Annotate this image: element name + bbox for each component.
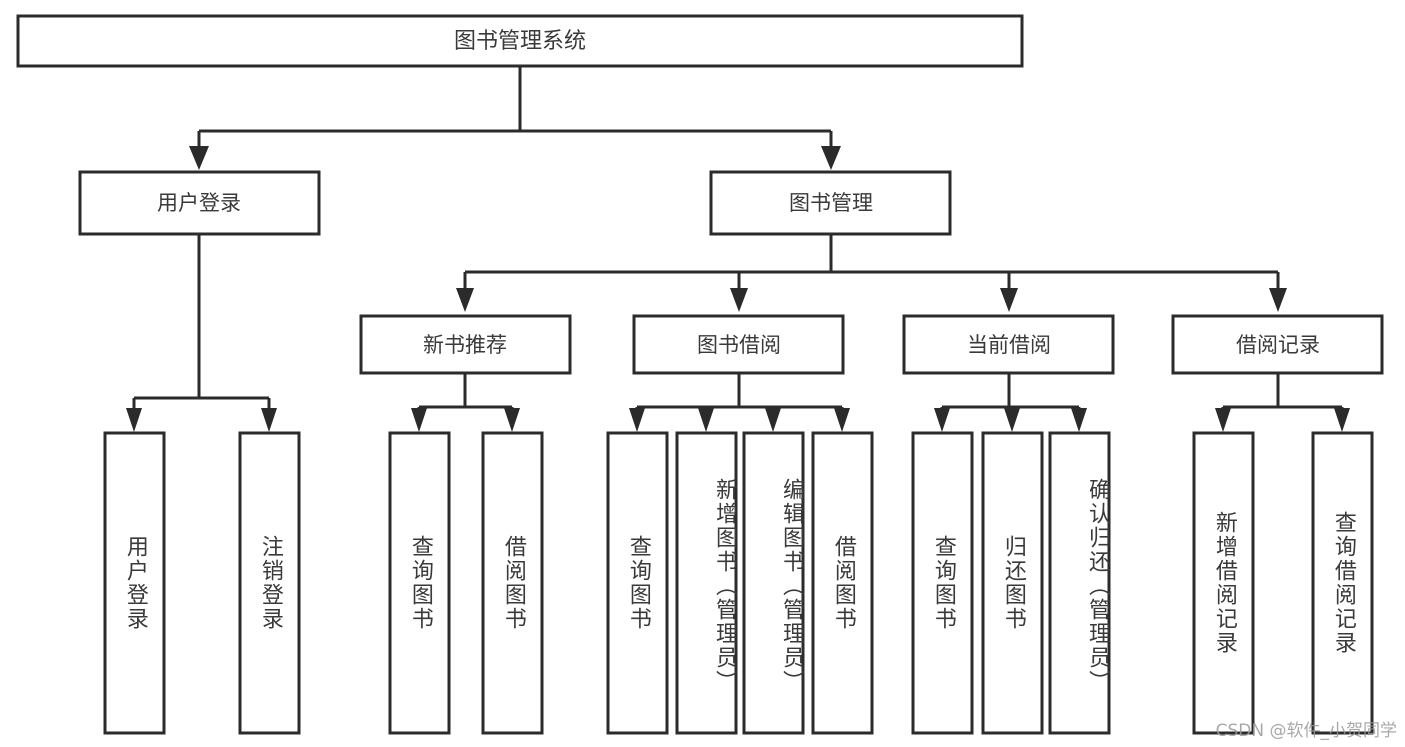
node-book-borrow-box[interactable] (632, 314, 845, 375)
arrow-to-borrow-record (1269, 288, 1287, 312)
arrow-book-borrow-leaf-3 (765, 408, 781, 432)
node-borrow-record-box[interactable] (1171, 314, 1384, 375)
arrow-borrow-record-leaf-2 (1334, 408, 1350, 432)
arrow-book-borrow-leaf-2 (698, 408, 714, 432)
leaf-box-query-book-3[interactable] (911, 431, 974, 735)
leaf-box-borrow-book-1[interactable] (481, 431, 544, 735)
arrow-root-to-user-login (189, 146, 209, 170)
arrow-root-to-book-manage (821, 146, 841, 170)
arrow-current-borrow-leaf-3 (1071, 408, 1087, 432)
node-user-login-label: 用户登录 (157, 191, 241, 215)
arrow-new-book-leaf-1 (411, 408, 427, 432)
leaf-box-user-login[interactable] (103, 431, 166, 735)
arrow-new-book-leaf-2 (504, 408, 520, 432)
leaf-box-edit-book[interactable] (742, 431, 805, 735)
arrow-current-borrow-leaf-2 (1004, 408, 1020, 432)
arrow-user-login-leaf-2 (261, 408, 277, 432)
leaf-box-query-record[interactable] (1311, 431, 1374, 735)
arrow-to-book-borrow (730, 288, 748, 312)
node-book-manage-box[interactable] (709, 170, 952, 236)
leaf-box-add-book[interactable] (675, 431, 738, 735)
node-borrow-record-label: 借阅记录 (1236, 333, 1320, 357)
arrow-user-login-leaf-1 (126, 408, 142, 432)
node-current-borrow-label: 当前借阅 (967, 333, 1051, 357)
arrow-to-current-borrow (1000, 288, 1018, 312)
node-book-borrow-label: 图书借阅 (697, 333, 781, 357)
leaf-box-logout[interactable] (238, 431, 301, 735)
arrow-current-borrow-leaf-1 (934, 408, 950, 432)
node-book-manage-label: 图书管理 (789, 191, 873, 215)
node-root-label: 图书管理系统 (454, 29, 586, 54)
leaf-box-query-book-2[interactable] (606, 431, 669, 735)
leaf-box-query-book-1[interactable] (388, 431, 451, 735)
csdn-watermark: CSDN @软件_小贺同学 (1215, 721, 1397, 741)
node-current-borrow-box[interactable] (902, 314, 1115, 375)
leaf-box-return-book[interactable] (981, 431, 1044, 735)
leaf-box-borrow-book-2[interactable] (811, 431, 874, 735)
arrow-book-borrow-leaf-4 (834, 408, 850, 432)
node-new-book-recommend-label: 新书推荐 (423, 333, 507, 357)
arrow-borrow-record-leaf-1 (1215, 408, 1231, 432)
leaf-box-confirm-return[interactable] (1048, 431, 1111, 735)
node-new-book-recommend-box[interactable] (359, 314, 572, 375)
leaf-box-add-record[interactable] (1192, 431, 1255, 735)
arrow-book-borrow-leaf-1 (629, 408, 645, 432)
node-root-box[interactable] (16, 14, 1024, 68)
arrow-to-new-book (456, 288, 474, 312)
